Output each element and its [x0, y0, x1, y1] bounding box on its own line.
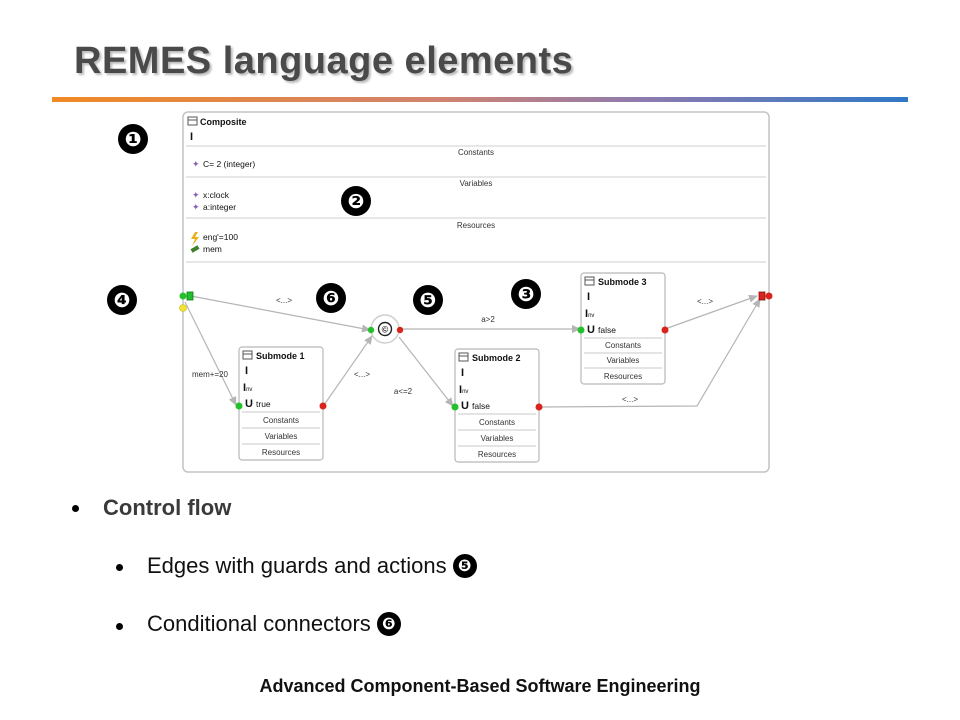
submode-title: Submode 2	[472, 353, 521, 363]
edge-label: a<=2	[394, 387, 413, 396]
composite-resources-heading: Resources	[457, 221, 495, 230]
variable-item: a:integer	[203, 202, 236, 212]
composite-exit-port[interactable]	[758, 291, 766, 301]
bullet-dot	[72, 505, 79, 512]
variable-icon: ✦	[192, 190, 200, 200]
bullet-control-flow: Control flow	[103, 495, 231, 521]
edge-label: mem+=20	[192, 370, 229, 379]
connector-exit-point[interactable]	[396, 326, 404, 334]
submode-urgent-value: true	[256, 399, 271, 409]
bullet-text: Conditional connectors	[147, 611, 371, 636]
edge-submode1-to-connector[interactable]	[323, 335, 373, 406]
variable-item: x:clock	[203, 190, 230, 200]
submode3-exit-point[interactable]	[661, 326, 669, 334]
submode-inv: Inv	[243, 382, 252, 394]
bullet-text: Edges with guards and actions	[147, 553, 447, 578]
edge-label: <...>	[622, 395, 638, 404]
submode-inv: Inv	[459, 384, 468, 396]
bullet-ref-marker: ❻	[376, 612, 401, 636]
submode-urgent: U	[245, 398, 253, 410]
submode1-entry-point[interactable]	[235, 402, 243, 410]
submode-resources: Resources	[478, 450, 516, 459]
constant-item: C= 2 (integer)	[203, 159, 255, 169]
composite-entry-point[interactable]	[179, 292, 187, 300]
edge-label: a>2	[481, 315, 495, 324]
submode-invariant: I	[245, 365, 248, 377]
connector-symbol-icon	[377, 321, 393, 337]
submode-resources: Resources	[262, 448, 300, 457]
submode-urgent-value: false	[472, 401, 490, 411]
submode-variables: Variables	[265, 432, 298, 441]
submode-urgent: U	[587, 324, 595, 336]
edge-label: <...>	[354, 370, 370, 379]
composite-constants-heading: Constants	[458, 148, 494, 157]
submode1-exit-point[interactable]	[319, 402, 327, 410]
memory-icon	[190, 245, 200, 253]
submode2-entry-point[interactable]	[451, 403, 459, 411]
composite-title: Composite	[200, 117, 247, 127]
submode-inv: Inv	[585, 308, 594, 320]
submode-resources: Resources	[604, 372, 642, 381]
constant-icon: ✦	[192, 159, 200, 169]
composite-icon	[187, 116, 198, 126]
composite-variables-heading: Variables	[460, 179, 493, 188]
submode-urgent-value: false	[598, 325, 616, 335]
submode-variables: Variables	[481, 434, 514, 443]
slide-footer: Advanced Component-Based Software Engine…	[259, 676, 701, 696]
submode-constants: Constants	[263, 416, 299, 425]
callout-marker-3: ❸	[511, 279, 541, 309]
resource-item: eng'=100	[203, 232, 238, 242]
submode-title: Submode 1	[256, 351, 305, 361]
connector-symbol: ©	[382, 325, 389, 335]
callout-marker-1: ❶	[118, 124, 148, 154]
submode-constants: Constants	[605, 341, 641, 350]
bullet-dot	[116, 564, 123, 571]
composite-entry-port[interactable]	[186, 291, 194, 301]
submode-constants: Constants	[479, 418, 515, 427]
slide-title: REMES language elements	[74, 40, 574, 82]
title-underline	[52, 97, 908, 102]
callout-marker-4: ❹	[107, 285, 137, 315]
energy-icon	[191, 232, 199, 246]
composite-invariant: I	[190, 131, 193, 143]
edge-label: <...>	[697, 297, 713, 306]
submode-invariant: I	[461, 367, 464, 379]
composite-exit-point[interactable]	[765, 292, 773, 300]
submode3-entry-point[interactable]	[577, 326, 585, 334]
composite-init-point[interactable]	[179, 304, 187, 312]
submode-title: Submode 3	[598, 277, 647, 287]
variable-icon: ✦	[192, 202, 200, 212]
submode-1[interactable]: Submode 1 I Inv U true Constants Variabl…	[238, 346, 324, 461]
submode-3[interactable]: Submode 3 I Inv U false Constants Variab…	[580, 272, 666, 385]
bullet-dot	[116, 623, 123, 630]
connector-entry-point[interactable]	[367, 326, 375, 334]
callout-marker-2: ❷	[341, 186, 371, 216]
callout-marker-6: ❻	[316, 283, 346, 313]
submode-2[interactable]: Submode 2 I Inv U false Constants Variab…	[454, 348, 540, 463]
edge-connector-to-submode2[interactable]	[398, 336, 454, 407]
submode2-exit-point[interactable]	[535, 403, 543, 411]
edge-submode3-to-exit[interactable]	[664, 294, 758, 330]
bullet-text: Control flow	[103, 495, 232, 520]
edge-entry-to-connector[interactable]	[190, 295, 371, 333]
resource-item: mem	[203, 244, 222, 254]
submode-invariant: I	[587, 291, 590, 303]
edge-submode2-to-exit[interactable]	[540, 298, 761, 408]
callout-marker-5: ❺	[413, 285, 443, 315]
edge-label: <...>	[276, 296, 292, 305]
edge-entry-to-submode1[interactable]	[184, 301, 237, 406]
submode-urgent: U	[461, 400, 469, 412]
submode-variables: Variables	[607, 356, 640, 365]
bullet-ref-marker: ❺	[452, 554, 477, 578]
